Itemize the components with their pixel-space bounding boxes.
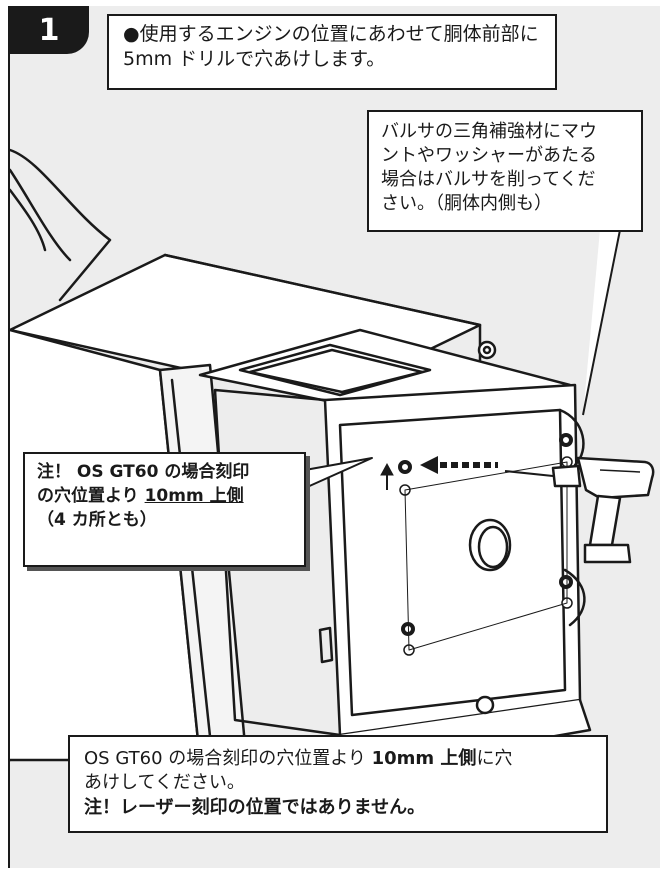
instruction-box: ●使用するエンジンの位置にあわせて胴体前部に 5mm ドリルで穴あけします。: [107, 14, 557, 90]
balsa-callout: バルサの三角補強材にマウ ントやワッシャーがあたる 場合はバルサを削ってくだ さ…: [367, 110, 643, 232]
bottom-line-2: あけしてください。: [84, 772, 245, 794]
balsa-line-4: さい。（胴体内側も）: [381, 193, 552, 215]
balsa-line-1: バルサの三角補強材にマウ: [381, 121, 597, 142]
warning-line-2-prefix: の穴位置より: [37, 486, 145, 507]
bottom-note-box: OS GT60 の場合刻印の穴位置より 10mm 上側に穴 あけしてください。 …: [68, 735, 608, 833]
warning-callout: 注！ OS GT60 の場合刻印 の穴位置より 10mm 上側 （4 カ所とも）: [23, 452, 306, 567]
balsa-line-2: ントやワッシャーがあたる: [381, 145, 597, 167]
bottom-offset: 10mm 上側: [371, 748, 477, 769]
instruction-line-2: 5mm ドリルで穴あけします。: [123, 48, 386, 71]
warning-line-3: （4 カ所とも）: [37, 510, 157, 531]
step-number: 1: [38, 12, 60, 48]
arrow-up-icon: [380, 462, 394, 490]
step-number-badge: 1: [9, 6, 89, 54]
bottom-line-1-prefix: OS GT60 の場合刻印の穴位置より: [84, 748, 372, 769]
arrow-left-dashed-icon: [420, 456, 498, 474]
bottom-warning: 注！レーザー刻印の位置ではありません。: [84, 796, 426, 818]
balsa-line-3: 場合はバルサを削ってくだ: [381, 169, 596, 191]
bottom-line-1-suffix: に穴: [476, 748, 513, 769]
bullet-glyph: ●: [123, 23, 140, 45]
warning-offset: 10mm 上側: [144, 486, 244, 507]
warning-line-1: 注！ OS GT60 の場合刻印: [37, 462, 250, 482]
drill-icon: [504, 456, 655, 564]
instruction-line-1: 使用するエンジンの位置にあわせて胴体前部に: [139, 23, 539, 45]
